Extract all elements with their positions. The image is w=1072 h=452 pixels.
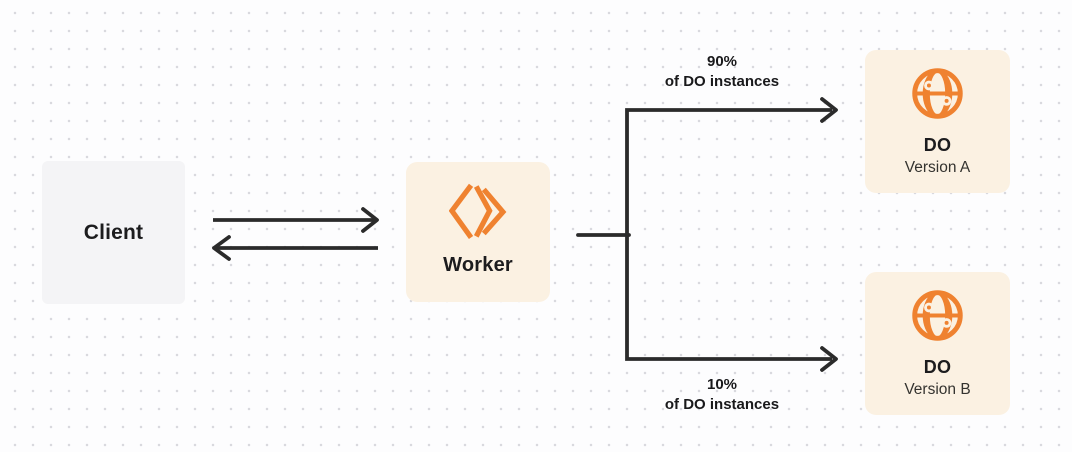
durable-object-globe-icon [912,290,963,341]
client-node: Client [42,161,185,304]
split-top-label: 90% of DO instances [612,52,832,92]
do-version-b-node: DO Version B [865,272,1010,415]
split-bracket-line [625,108,832,361]
do-version-a-node: DO Version A [865,50,1010,193]
split-bottom-percent: 10% [706,376,738,393]
client-to-worker-arrowhead-icon [361,207,379,233]
cloudflare-workers-logo-icon [449,183,507,240]
split-bottom-label: 10% of DO instances [612,375,832,415]
split-top-arrowhead-icon [820,97,838,123]
client-label: Client [83,220,144,244]
do-version-a-title: DO [923,135,952,155]
do-version-b-title: DO [923,357,952,377]
split-bottom-caption: of DO instances [664,396,780,413]
split-top-caption: of DO instances [664,73,780,90]
worker-label: Worker [443,254,513,276]
worker-to-client-arrowhead-icon [212,235,231,261]
split-top-percent: 90% [706,53,738,70]
split-bottom-arrowhead-icon [820,346,838,372]
durable-object-globe-icon [912,68,963,119]
do-version-b-subtitle: Version B [904,381,971,398]
do-version-a-subtitle: Version A [904,159,971,176]
worker-node: Worker [406,162,550,302]
